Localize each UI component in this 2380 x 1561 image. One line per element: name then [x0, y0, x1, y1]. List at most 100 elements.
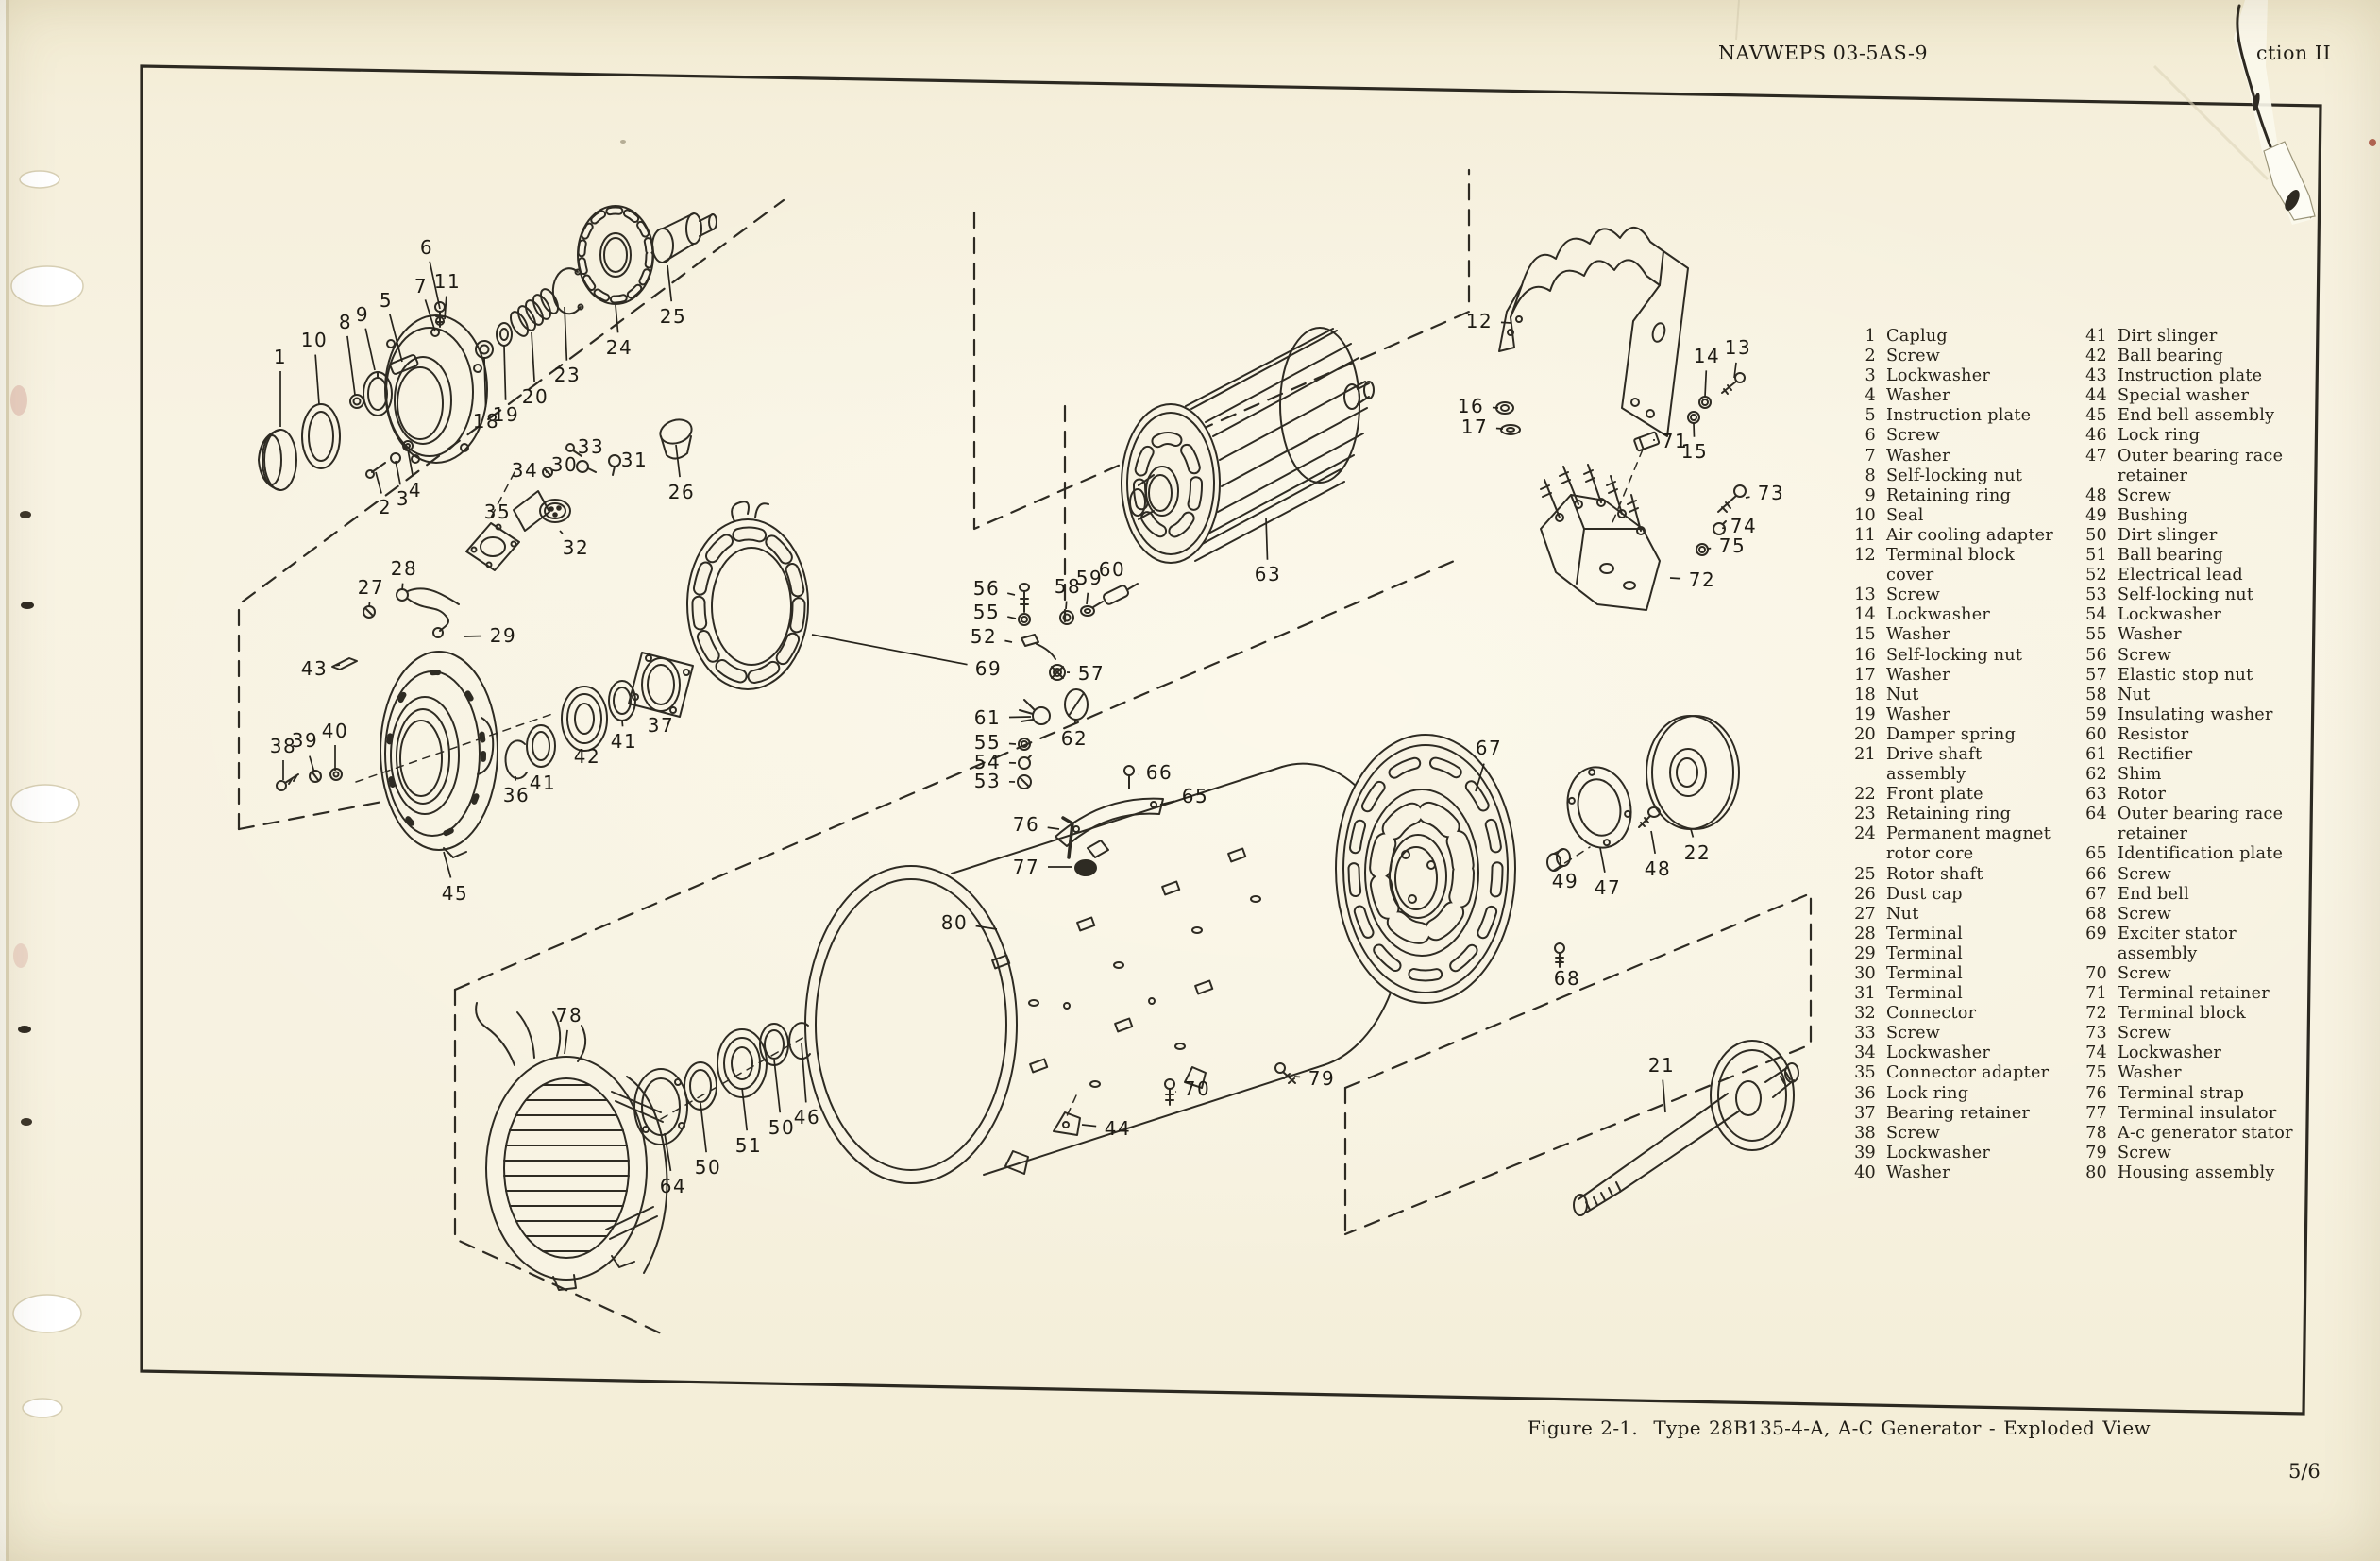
part-name: Screw [1886, 585, 1941, 605]
part-name: Washer [1886, 386, 1950, 406]
part-name: End bell [2118, 884, 2189, 904]
figure-caption: Figure 2-1. Type 28B135-4-A, A-C Generat… [1528, 1417, 2151, 1439]
callout-leader-lines [279, 261, 1750, 1172]
part-name: Damper spring [1886, 724, 2017, 744]
part-name: Self-locking nut [1886, 466, 2023, 485]
part-name: Screw [2118, 964, 2172, 983]
part-number: 73 [2085, 1024, 2107, 1043]
pm-rotor-core-part [577, 205, 654, 305]
part-number: 37 [1854, 1103, 1876, 1123]
part-name: Connector [1886, 1004, 1977, 1024]
part-number: 18 [1854, 685, 1876, 704]
drive-shaft-part [1573, 1040, 1799, 1216]
part-name: Identification plate [2118, 844, 2284, 864]
part-name: Outer bearing race retainer [2118, 805, 2284, 844]
part-name: Outer bearing race retainer [2118, 446, 2284, 485]
part-number: 50 [2085, 525, 2107, 545]
part-name: Screw [2118, 1143, 2172, 1162]
part-name: Electrical lead [2118, 566, 2243, 585]
part-name: Dirt slinger [2118, 327, 2218, 346]
part-number: 42 [2085, 347, 2107, 366]
dashed-boundaries [237, 168, 1813, 1335]
bearing-retainer-part [628, 652, 694, 718]
terminal-block-cover-part [1498, 227, 1689, 437]
part-number: 66 [2085, 864, 2107, 884]
part-number: 68 [2085, 904, 2107, 924]
part-name: Terminal retainer [2118, 984, 2270, 1004]
part-number: 63 [2085, 785, 2107, 805]
parts-list-item: 50 Dirt slinger [2073, 526, 2293, 546]
part-name: Screw [1886, 1123, 1941, 1143]
part-number: 76 [2085, 1083, 2107, 1103]
part-number: 35 [1854, 1063, 1876, 1083]
part-number: 7 [1865, 446, 1876, 466]
part-number: 62 [2085, 765, 2107, 785]
part-number: 40 [1854, 1162, 1876, 1182]
part-name: Instruction plate [2118, 366, 2263, 386]
part-name: Nut [1886, 685, 1919, 704]
part-number: 51 [2085, 546, 2107, 566]
part-name: Rotor shaft [1886, 864, 1983, 884]
part-name: Screw [1886, 426, 1941, 446]
part-name: Lockwasher [2118, 605, 2222, 625]
part-name: Front plate [1886, 785, 1983, 805]
part-name: Ball bearing [2118, 347, 2224, 366]
part-number: 8 [1865, 466, 1876, 485]
part-number: 29 [1854, 943, 1876, 963]
part-name: Lockwasher [1886, 1143, 1991, 1162]
part-number: 47 [2085, 446, 2107, 466]
part-name: Screw [2118, 645, 2172, 665]
part-name: Bearing retainer [1886, 1103, 2031, 1123]
doc-number-header: NAVWEPS 03-5AS-9 [1718, 42, 1929, 64]
parts-list-item: 13 Screw [1842, 585, 2053, 605]
part-number: 3 [1865, 366, 1876, 386]
part-name: Lockwasher [1886, 1043, 1991, 1063]
part-number: 31 [1854, 984, 1876, 1004]
page-tear-mark [1735, 0, 2316, 225]
part-name: Lockwasher [1886, 605, 1991, 625]
part-name: Dirt slinger [2118, 525, 2218, 545]
part-number: 13 [1854, 585, 1876, 605]
part-name: Instruction plate [1886, 406, 2032, 426]
part-name: Drive shaft assembly [1886, 744, 1983, 785]
rotor-part [1121, 327, 1375, 564]
part-name: Exciter stator assembly [2118, 924, 2237, 963]
part-number: 38 [1854, 1123, 1876, 1143]
part-name: Washer [1886, 446, 1950, 466]
part-name: Permanent magnet rotor core [1886, 824, 2051, 864]
parts-list-item: 37 Bearing retainer [1842, 1104, 2053, 1124]
part-number: 77 [2085, 1103, 2107, 1123]
part-name: Screw [2118, 485, 2172, 505]
front-plate-part [1646, 715, 1740, 830]
part-name: Screw [1886, 1024, 1941, 1043]
punch-holes [10, 170, 84, 1418]
part-number: 26 [1854, 884, 1876, 904]
part-name: Terminal block cover [1886, 546, 2016, 585]
part-name: Lock ring [1886, 1083, 1969, 1103]
part-name: Washer [2118, 1063, 2182, 1083]
part-number: 9 [1865, 485, 1876, 505]
